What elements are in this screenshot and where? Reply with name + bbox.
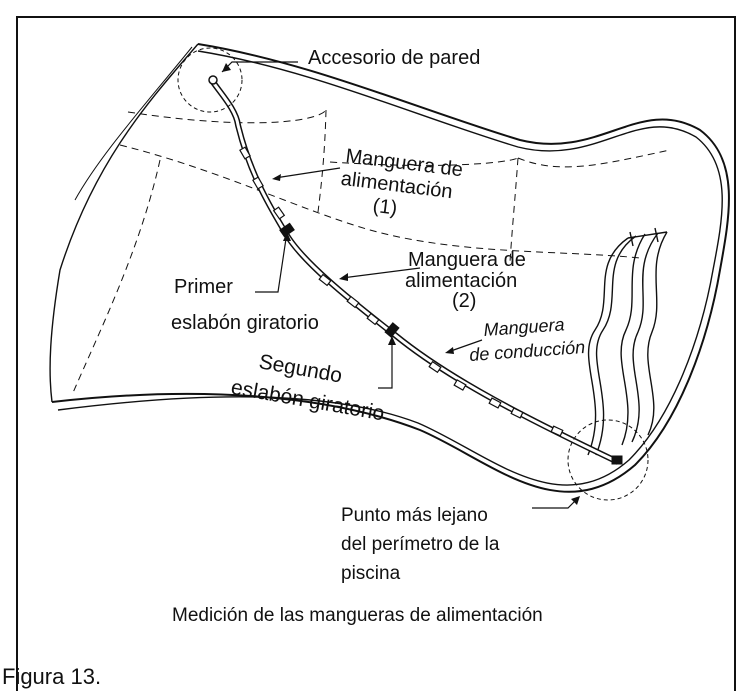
feed-hose-2-line-2: alimentación	[405, 270, 517, 292]
lead-hose-line-2: de conducción	[469, 337, 586, 365]
farthest-point-line-1: Punto más lejano	[341, 505, 488, 526]
first-swivel-marker	[279, 222, 295, 238]
leader-arrowheads	[222, 63, 580, 505]
wall-fitting-label: Accesorio de pared	[308, 47, 480, 69]
figure-label: Figura 13.	[2, 664, 101, 689]
figure-frame	[16, 16, 736, 691]
hose-couplings	[239, 146, 564, 437]
feed-hose-1-line-3: (1)	[372, 195, 399, 220]
second-swivel-marker	[384, 322, 400, 338]
feed-hose-2-line-3: (2)	[452, 290, 476, 312]
second-swivel-line-2: eslabón giratorio	[229, 376, 386, 426]
leader-lines	[221, 61, 579, 509]
pool-floor-lines	[71, 109, 671, 396]
second-swivel-label: Segundo eslabón giratorio	[229, 350, 386, 426]
first-swivel-line-1: Primer	[174, 276, 233, 298]
farthest-point-callout-circle	[567, 419, 649, 501]
wall-fitting-callout-circle	[177, 47, 243, 113]
feed-hose-1-label: Manguera de alimentación (1)	[340, 145, 464, 220]
pool-steps	[587, 227, 668, 456]
wall-fitting-marker	[208, 75, 218, 85]
feed-hose-2-line-1: Manguera de	[408, 249, 526, 271]
pool-outline	[49, 43, 730, 493]
farthest-point-line-3: piscina	[341, 563, 401, 584]
lead-hose-label: Manguera de conducción	[469, 314, 586, 365]
figure-caption: Medición de las mangueras de alimentació…	[172, 605, 543, 626]
farthest-point-line-2: del perímetro de la	[341, 534, 500, 555]
cleaner-end-marker	[611, 455, 623, 465]
hose-assembly	[208, 75, 623, 465]
first-swivel-line-2: eslabón giratorio	[171, 312, 319, 334]
lead-hose-line-1: Manguera	[483, 314, 565, 340]
